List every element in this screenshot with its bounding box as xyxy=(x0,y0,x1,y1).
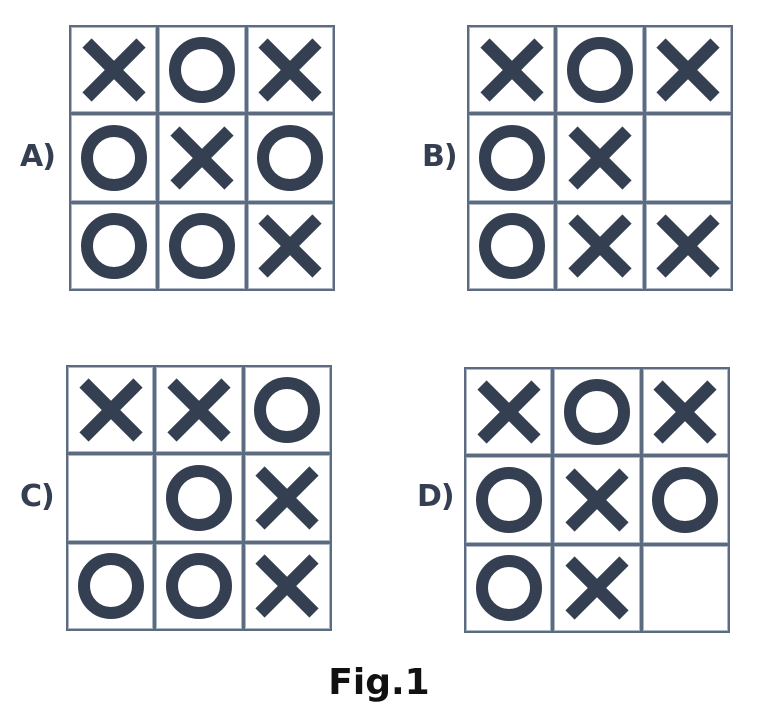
grid-cell-r2-c2 xyxy=(156,455,242,541)
o-mark-icon xyxy=(165,553,232,620)
grid-cell-r3-c3 xyxy=(642,545,728,631)
o-mark-icon xyxy=(165,464,232,531)
o-mark-icon xyxy=(77,553,144,620)
o-mark-icon xyxy=(475,555,542,622)
x-mark-icon xyxy=(170,126,234,190)
x-mark-icon xyxy=(656,214,720,278)
o-mark-icon xyxy=(566,36,633,103)
grid-cell-r2-c2 xyxy=(554,457,640,543)
option-label: C) xyxy=(20,479,55,514)
grid-cell-r1-c2 xyxy=(159,27,245,113)
x-mark-icon xyxy=(477,380,541,444)
grid-cell-r2-c2 xyxy=(159,115,245,201)
grid-cell-r2-c2 xyxy=(557,115,643,201)
x-mark-icon xyxy=(167,378,231,442)
x-mark-icon xyxy=(255,466,319,530)
option-label: A) xyxy=(20,139,56,174)
o-mark-icon xyxy=(80,124,147,191)
x-mark-icon xyxy=(79,378,143,442)
o-mark-icon xyxy=(257,124,324,191)
x-mark-icon xyxy=(568,214,632,278)
o-mark-icon xyxy=(168,213,235,280)
grid-cell-r1-c2 xyxy=(156,367,242,453)
grid-cell-r3-c1 xyxy=(71,203,157,289)
tic-tac-toe-grid xyxy=(66,365,332,631)
grid-cell-r2-c3 xyxy=(247,115,333,201)
grid-cell-r1-c3 xyxy=(645,27,731,113)
x-mark-icon xyxy=(258,38,322,102)
o-mark-icon xyxy=(478,124,545,191)
grid-cell-r2-c1 xyxy=(469,115,555,201)
x-mark-icon xyxy=(255,554,319,618)
o-mark-icon xyxy=(80,213,147,280)
o-mark-icon xyxy=(254,376,321,443)
x-mark-icon xyxy=(565,556,629,620)
grid-cell-r1-c3 xyxy=(247,27,333,113)
tic-tac-toe-grid xyxy=(464,367,730,633)
x-mark-icon xyxy=(565,468,629,532)
grid-cell-r1-c1 xyxy=(466,369,552,455)
tic-tac-toe-grid xyxy=(69,25,335,291)
grid-cell-r2-c3 xyxy=(645,115,731,201)
grid-cell-r2-c3 xyxy=(642,457,728,543)
o-mark-icon xyxy=(475,466,542,533)
x-mark-icon xyxy=(656,38,720,102)
grid-cell-r1-c3 xyxy=(642,369,728,455)
o-mark-icon xyxy=(652,466,719,533)
grid-cell-r3-c2 xyxy=(554,545,640,631)
option-label: B) xyxy=(422,139,458,174)
grid-cell-r2-c1 xyxy=(68,455,154,541)
grid-cell-r2-c1 xyxy=(71,115,157,201)
grid-cell-r3-c2 xyxy=(156,543,242,629)
o-mark-icon xyxy=(563,378,630,445)
x-mark-icon xyxy=(653,380,717,444)
grid-cell-r1-c1 xyxy=(71,27,157,113)
x-mark-icon xyxy=(258,214,322,278)
grid-cell-r3-c1 xyxy=(466,545,552,631)
x-mark-icon xyxy=(82,38,146,102)
grid-cell-r2-c3 xyxy=(244,455,330,541)
grid-cell-r3-c1 xyxy=(68,543,154,629)
grid-cell-r1-c3 xyxy=(244,367,330,453)
grid-cell-r2-c1 xyxy=(466,457,552,543)
grid-cell-r3-c2 xyxy=(557,203,643,289)
tic-tac-toe-grid xyxy=(467,25,733,291)
grid-cell-r3-c3 xyxy=(645,203,731,289)
grid-cell-r3-c1 xyxy=(469,203,555,289)
x-mark-icon xyxy=(480,38,544,102)
x-mark-icon xyxy=(568,126,632,190)
o-mark-icon xyxy=(478,213,545,280)
grid-cell-r1-c1 xyxy=(469,27,555,113)
option-label: D) xyxy=(417,479,455,514)
grid-cell-r1-c2 xyxy=(554,369,640,455)
grid-cell-r1-c1 xyxy=(68,367,154,453)
figure-caption: Fig.1 xyxy=(328,662,430,703)
grid-cell-r3-c2 xyxy=(159,203,245,289)
o-mark-icon xyxy=(168,36,235,103)
grid-cell-r3-c3 xyxy=(247,203,333,289)
grid-cell-r1-c2 xyxy=(557,27,643,113)
grid-cell-r3-c3 xyxy=(244,543,330,629)
